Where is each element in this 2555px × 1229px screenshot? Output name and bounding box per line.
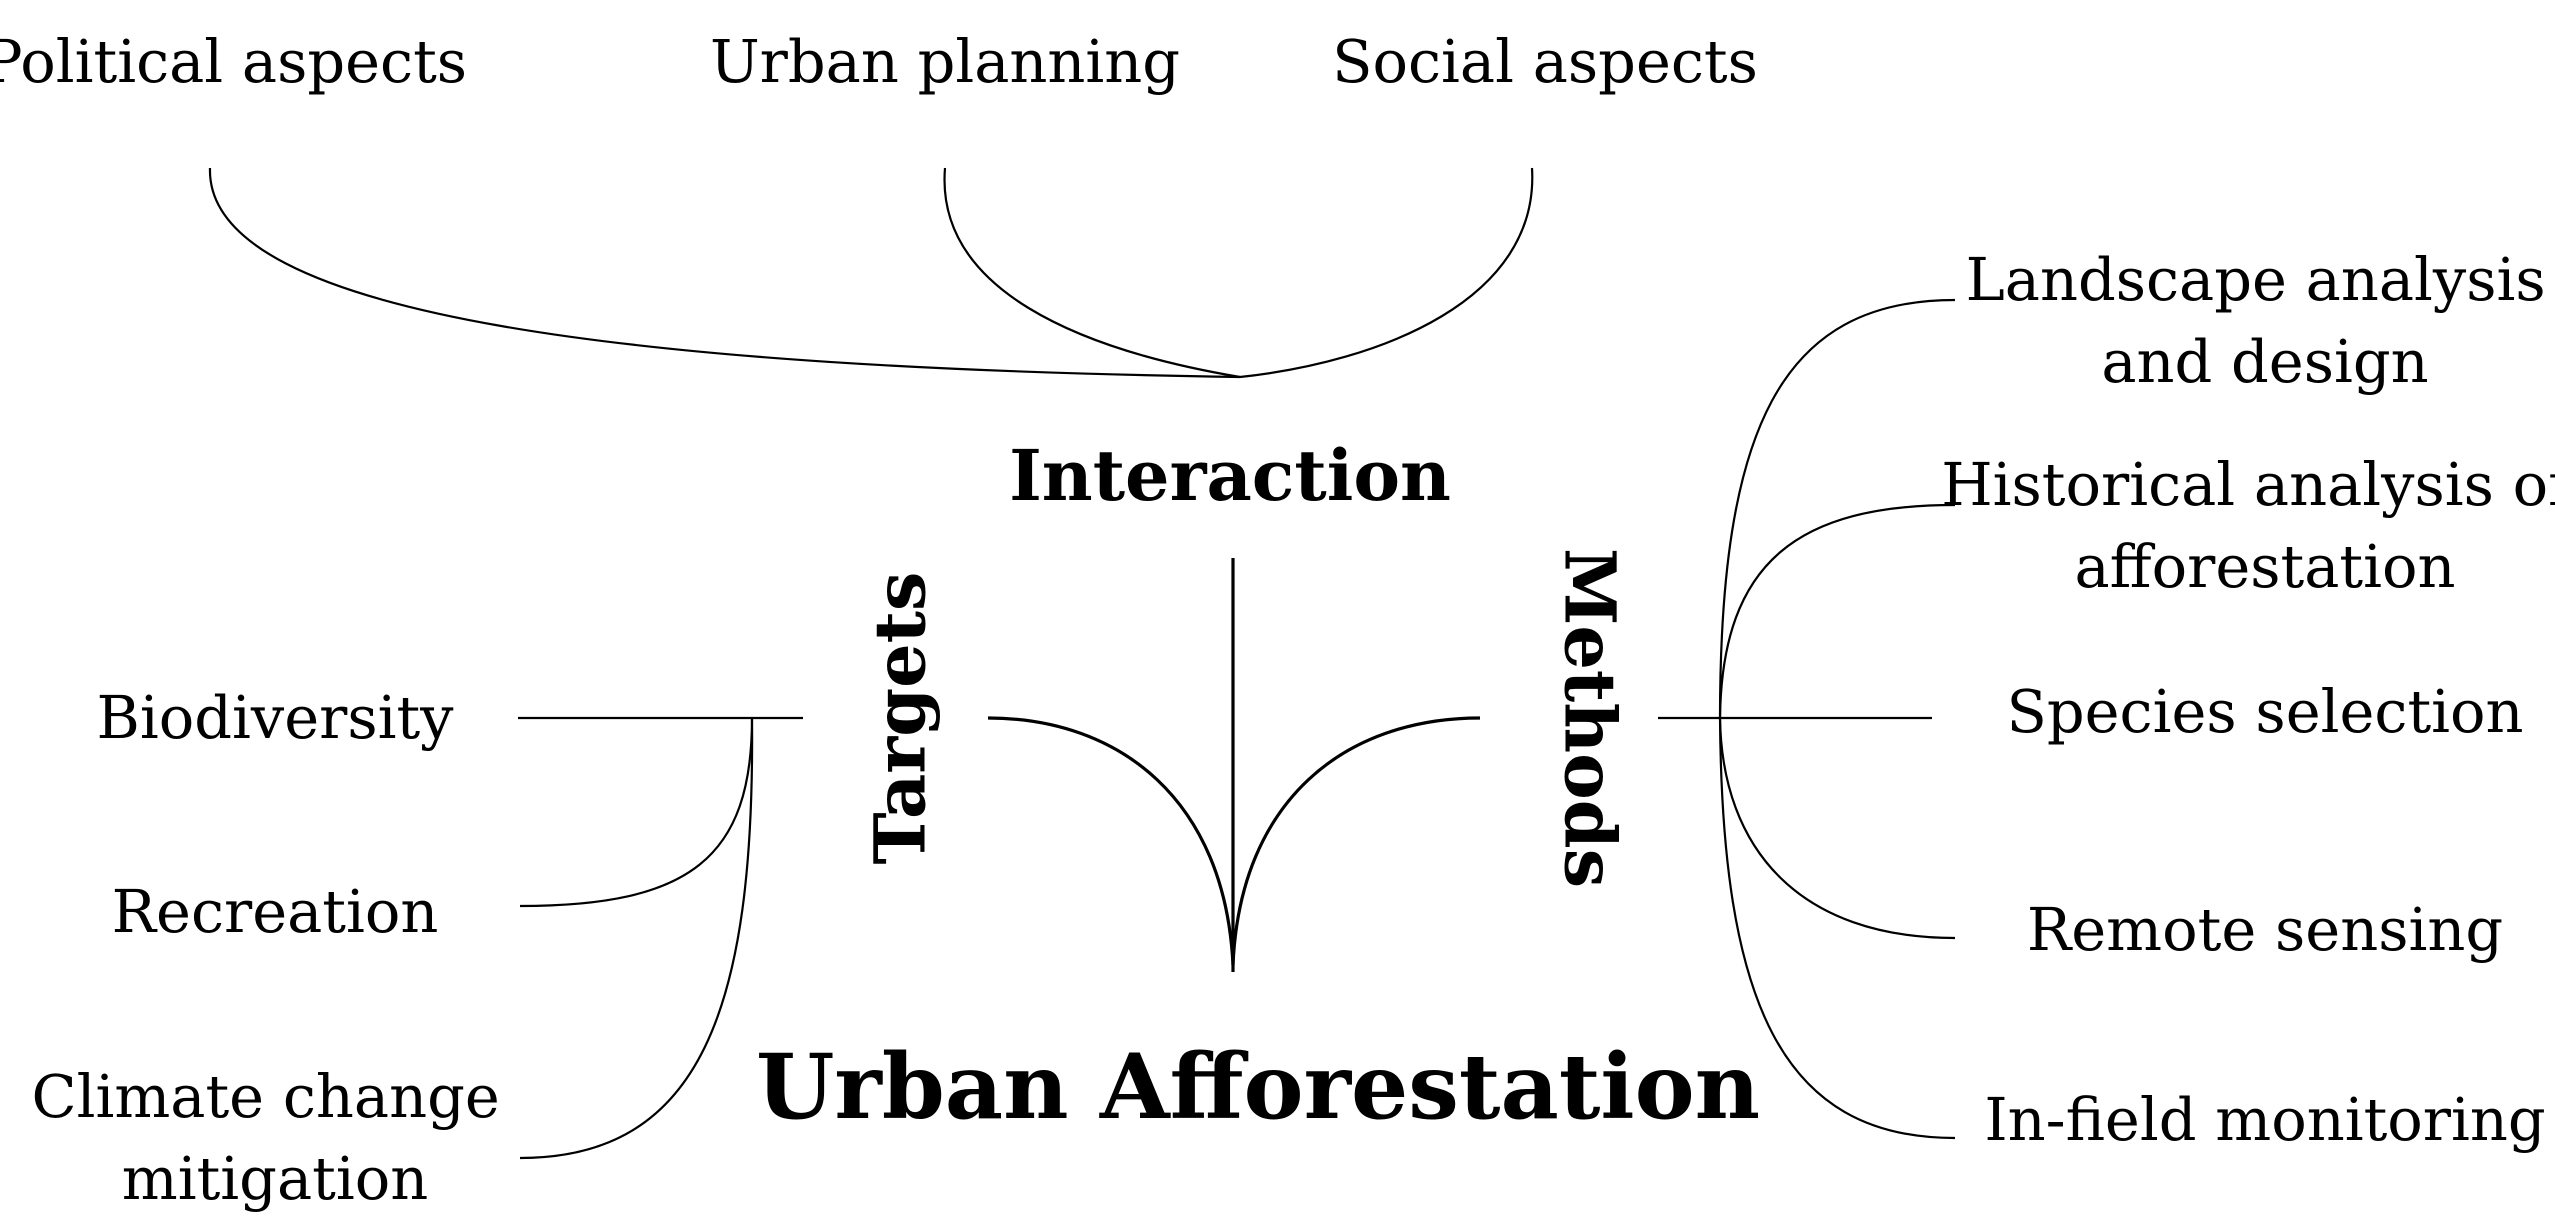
diagram-title: Urban Afforestation [756,1034,1760,1140]
connector-historical-analysis [1718,503,1956,719]
target-item-recreation-line: Recreation [112,877,439,946]
method-item-in-field-line: In-field monitoring [1984,1085,2545,1154]
connector-urban-planning [943,167,1241,379]
method-item-in-field-monitoring: In-field monitoring [1984,1085,2545,1154]
interaction-item-political-aspects: Political aspects [0,27,467,96]
interaction-item-social-aspects: Social aspects [1332,27,1758,96]
target-item-biodiversity-line: Biodiversity [96,683,454,752]
connector-climate-change-mitigation [519,717,754,1160]
method-item-species-line: Species selection [2006,677,2523,746]
method-item-landscape-line-2: and design [2101,327,2428,396]
connector-lines [208,167,1956,1160]
target-item-biodiversity: Biodiversity [96,683,454,752]
method-item-landscape-line-1: Landscape analysis [1966,245,2546,314]
connector-curve-to-methods [1231,716,1481,966]
target-item-climate-line-1: Climate change [31,1062,499,1131]
target-item-climate-change-mitigation: Climate change mitigation [31,1062,518,1213]
method-item-historical-line-2: afforestation [2075,532,2456,601]
method-item-species-selection: Species selection [2006,677,2523,746]
connector-recreation [519,717,754,908]
target-item-climate-line-2: mitigation [122,1144,428,1213]
connector-landscape-analysis [1718,298,1956,719]
method-item-landscape-analysis: Landscape analysis and design [1966,245,2555,396]
methods-items: Landscape analysis and design Historical… [1941,245,2555,1154]
connector-remote-sensing [1718,717,1956,940]
targets-items: Biodiversity Recreation Climate change m… [31,683,518,1213]
interaction-topics: Political aspects Urban planning Social … [0,27,1758,96]
connector-in-field-monitoring [1718,717,1956,1140]
method-item-historical-line-1: Historical analysis of [1941,450,2555,519]
connector-political-aspects [208,167,1241,379]
connector-curve-to-targets [987,716,1235,966]
method-item-remote-sensing: Remote sensing [2027,895,2503,964]
interaction-item-urban-planning: Urban planning [710,27,1180,96]
methods-heading: Methods [1549,548,1632,888]
method-item-historical-analysis: Historical analysis of afforestation [1941,450,2555,601]
interaction-heading: Interaction [1009,434,1451,517]
method-item-remote-sensing-line: Remote sensing [2027,895,2503,964]
target-item-recreation: Recreation [112,877,439,946]
targets-heading: Targets [859,572,942,865]
connector-social-aspects [1239,167,1534,379]
